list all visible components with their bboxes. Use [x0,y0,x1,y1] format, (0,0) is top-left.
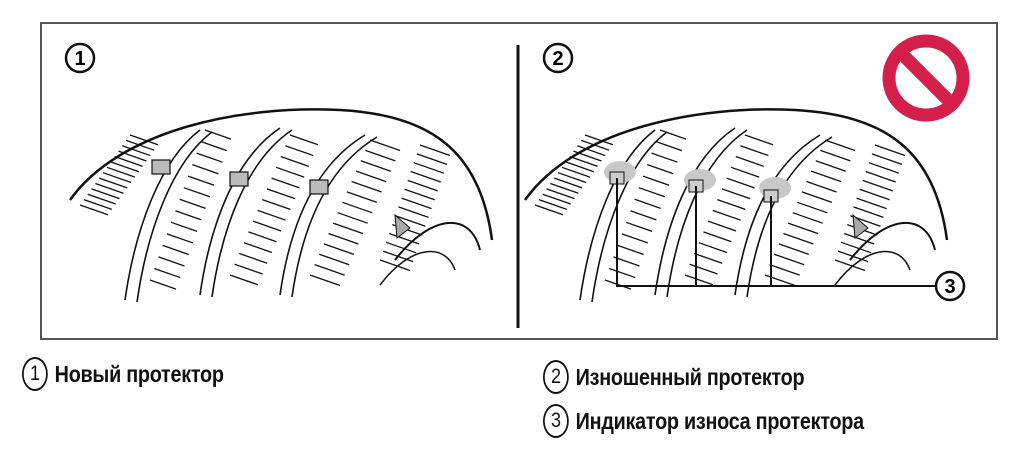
callout-3-circle [934,270,966,302]
new-wear-indicators [151,159,329,195]
indicator-callout-lines [616,178,937,287]
panel-1-label: 1 [74,48,85,70]
tread-mark-triangle [852,213,869,239]
diagram-frame [40,22,998,340]
panel-1-badge [64,42,96,74]
legend-number: 2 [543,360,569,394]
new-tire [68,108,494,304]
legend-item-worn: 2 Изношенный протектор [543,360,805,394]
legend-number: 1 [22,357,48,391]
legend-item-new: 1 Новый протектор [22,357,224,391]
worn-tire [523,108,949,304]
panel-2-label: 2 [552,48,563,70]
tread-mark-triangle [394,213,411,239]
callout-3-label: 3 [944,276,955,298]
legend-text: Изношенный протектор [575,363,805,390]
legend-number: 3 [543,404,569,438]
panel-2-badge [542,42,574,74]
legend-text: Новый протектор [54,360,224,387]
legend-text: Индикатор износа протектора [575,407,864,434]
prohibition-icon [882,34,970,122]
legend-item-indicator: 3 Индикатор износа протектора [543,404,864,438]
